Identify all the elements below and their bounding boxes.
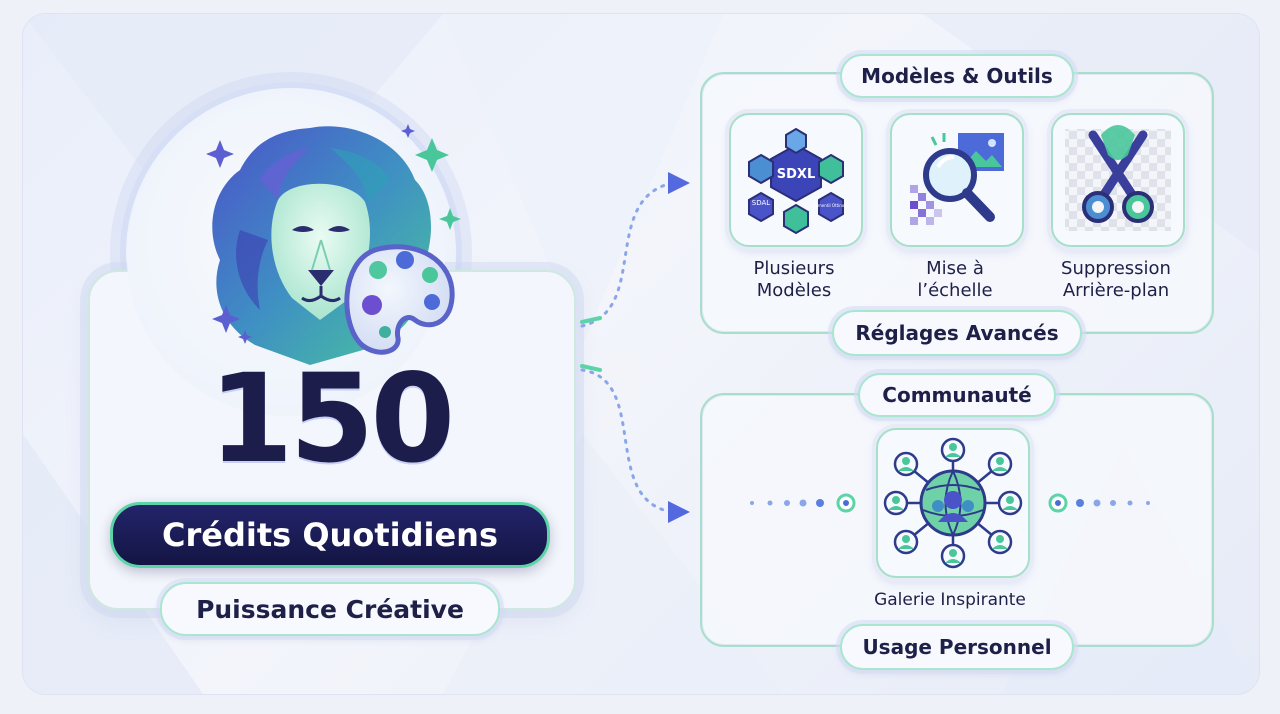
lion-palette-icon <box>206 124 461 365</box>
upscale-magnifier-icon <box>910 133 1004 225</box>
label-line: Modèles <box>756 280 832 301</box>
svg-text:SDAL: SDAL <box>752 199 770 207</box>
creative-power-pill: Puissance Créative <box>160 582 500 636</box>
tile-upscale-label: Mise à l’échelle <box>890 258 1020 302</box>
label-line: l’échelle <box>917 280 993 301</box>
tile-background-removal <box>1051 113 1185 247</box>
gallery-label: Galerie Inspirante <box>874 590 1026 610</box>
label-line: Suppression <box>1061 258 1171 279</box>
community-globe-icon <box>883 437 1023 569</box>
tile-multiple-models: SDXL SDAL Lumentil Ottinoes <box>729 113 863 247</box>
lion-mascot <box>200 120 470 370</box>
svg-text:Lumentil Ottinoes: Lumentil Ottinoes <box>813 203 849 208</box>
community-header-pill: Communauté <box>858 373 1056 417</box>
daily-credits-number: 150 <box>208 348 456 490</box>
label-line: Mise à <box>926 258 984 279</box>
personal-use-pill: Usage Personnel <box>840 624 1074 670</box>
label-line: Arrière-plan <box>1062 280 1170 301</box>
label-line: Plusieurs <box>753 258 835 279</box>
svg-text:SDXL: SDXL <box>777 167 815 182</box>
scissors-icon <box>1065 125 1171 231</box>
tile-multiple-models-label: Plusieurs Modèles <box>729 258 859 302</box>
model-network-icon: SDXL SDAL Lumentil Ottinoes <box>748 127 849 235</box>
tile-community <box>876 428 1030 578</box>
arrow-right-icon <box>668 172 690 194</box>
tile-background-removal-label: Suppression Arrière-plan <box>1041 258 1191 302</box>
tile-upscale <box>890 113 1024 247</box>
advanced-settings-pill: Réglages Avancés <box>832 310 1082 356</box>
daily-credits-pill: Crédits Quotidiens <box>110 502 550 568</box>
arrow-right-icon <box>668 501 690 523</box>
tools-header-pill: Modèles & Outils <box>840 54 1074 98</box>
